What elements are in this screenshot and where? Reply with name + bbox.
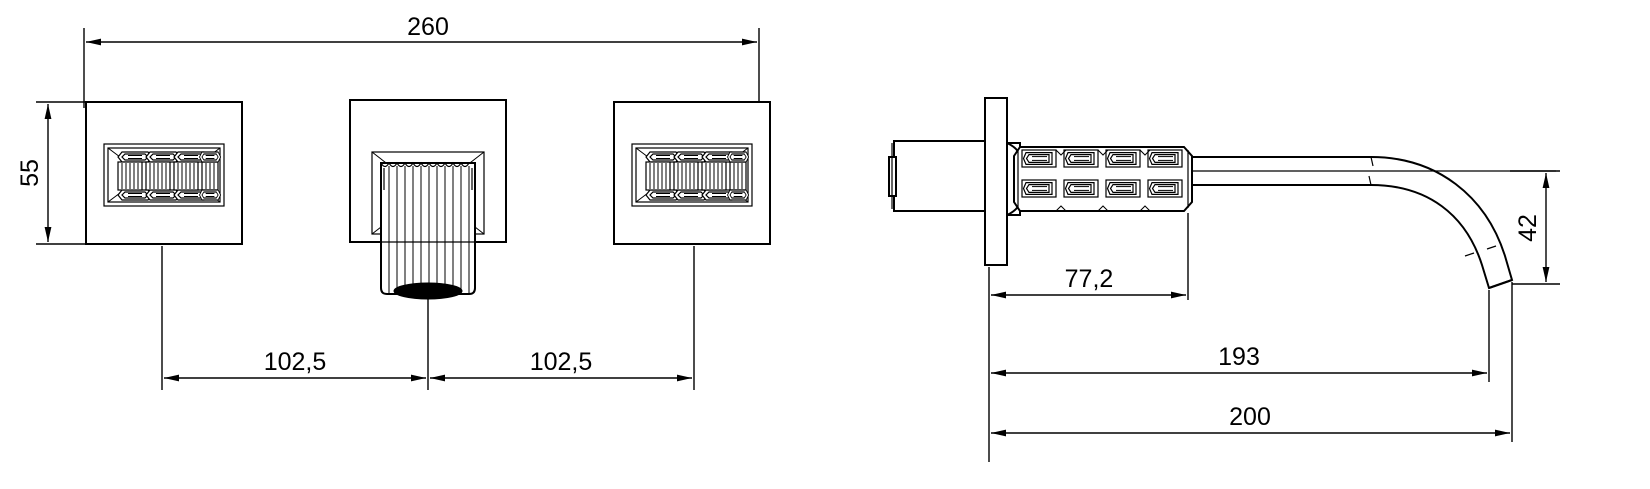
dimension-label-102-5-right: 102,5 (530, 348, 593, 376)
dimension-label-42: 42 (1514, 214, 1542, 242)
dimension-left-spacing: 102,5 (164, 348, 426, 382)
dimension-label-77-2: 77,2 (1065, 265, 1114, 293)
left-handle-escutcheon (85, 101, 243, 390)
crystal-body (1013, 146, 1193, 300)
crystal-cut-pattern-right (645, 151, 750, 201)
dimension-body-length: 77,2 (991, 265, 1186, 299)
dimension-reach-outer: 200 (991, 282, 1513, 442)
curved-spout-tube (1191, 156, 1556, 290)
dimension-label-200: 200 (1229, 403, 1271, 431)
fluted-spout-barrel (380, 161, 476, 300)
dimension-spout-height: 42 (1510, 170, 1560, 285)
side-view: 42 77,2 193 200 (888, 97, 1560, 462)
crystal-cut-pattern-left (117, 151, 222, 201)
wall-flange (984, 97, 1008, 266)
dimension-escutcheon-height: 55 (16, 101, 92, 245)
right-handle-escutcheon (613, 101, 771, 390)
center-spout-escutcheon (349, 99, 507, 390)
dimension-label-102-5-left: 102,5 (264, 348, 327, 376)
front-view: 260 55 (16, 13, 771, 390)
dimension-label-260: 260 (407, 13, 449, 41)
wall-sleeve (888, 140, 986, 212)
dimension-overall-width: 260 (83, 13, 760, 108)
dimension-label-193: 193 (1218, 343, 1260, 371)
dimension-label-55: 55 (16, 159, 44, 187)
dimension-reach-inner: 193 (991, 290, 1490, 382)
dimension-right-spacing: 102,5 (430, 348, 692, 382)
